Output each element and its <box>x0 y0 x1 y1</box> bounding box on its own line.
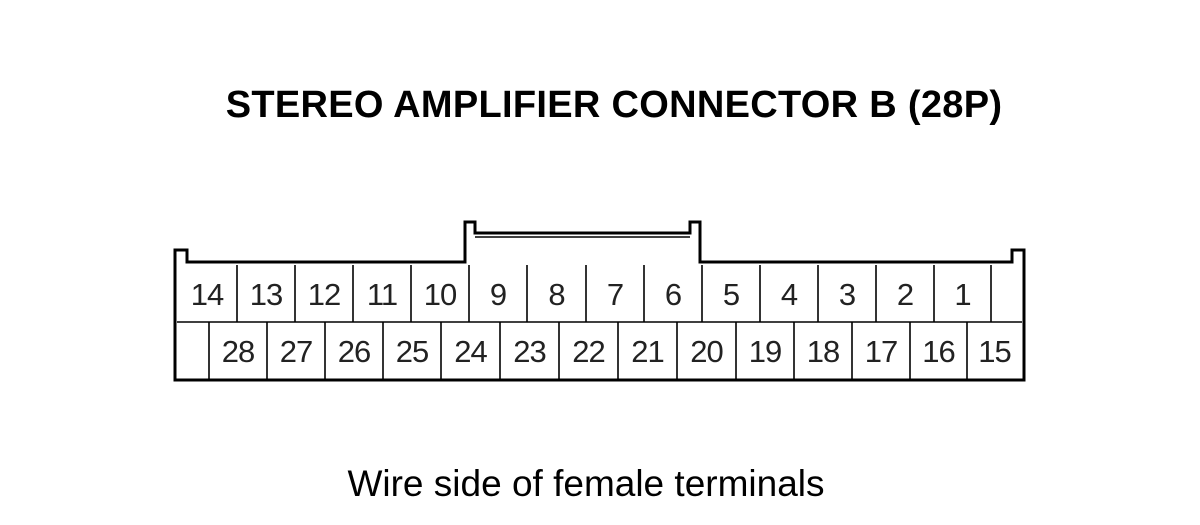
pin-6-label: 6 <box>665 277 681 312</box>
pin-grid <box>177 265 1022 379</box>
pin-24-label: 24 <box>454 334 487 369</box>
pin-13-label: 13 <box>250 277 282 312</box>
pin-26-label: 26 <box>338 334 370 369</box>
pin-23-label: 23 <box>513 334 545 369</box>
diagram-caption: Wire side of female terminals <box>347 463 825 504</box>
pin-1-label: 1 <box>954 277 970 312</box>
pin-21-label: 21 <box>631 334 663 369</box>
diagram-title: STEREO AMPLIFIER CONNECTOR B (28P) <box>225 84 1003 126</box>
pin-11-label: 11 <box>367 277 397 312</box>
pin-8-label: 8 <box>548 277 564 312</box>
pin-15-label: 15 <box>978 334 1010 369</box>
connector-outline <box>173 220 1026 382</box>
pin-10-label: 10 <box>424 277 457 312</box>
pin-16-label: 16 <box>922 334 954 369</box>
pin-18-label: 18 <box>807 334 839 369</box>
pin-9-label: 9 <box>490 277 506 312</box>
pin-19-label: 19 <box>749 334 781 369</box>
pin-7-label: 7 <box>607 277 623 312</box>
pin-12-label: 12 <box>308 277 340 312</box>
pin-25-label: 25 <box>396 334 428 369</box>
pin-14-label: 14 <box>191 277 224 312</box>
pin-28-label: 28 <box>222 334 254 369</box>
pin-22-label: 22 <box>572 334 604 369</box>
pin-3-label: 3 <box>839 277 855 312</box>
pin-2-label: 2 <box>897 277 913 312</box>
pin-17-label: 17 <box>865 334 897 369</box>
pin-4-label: 4 <box>781 277 798 312</box>
pin-27-label: 27 <box>280 334 312 369</box>
pin-5-label: 5 <box>723 277 739 312</box>
pin-20-label: 20 <box>690 334 723 369</box>
connector-body <box>173 220 1026 382</box>
